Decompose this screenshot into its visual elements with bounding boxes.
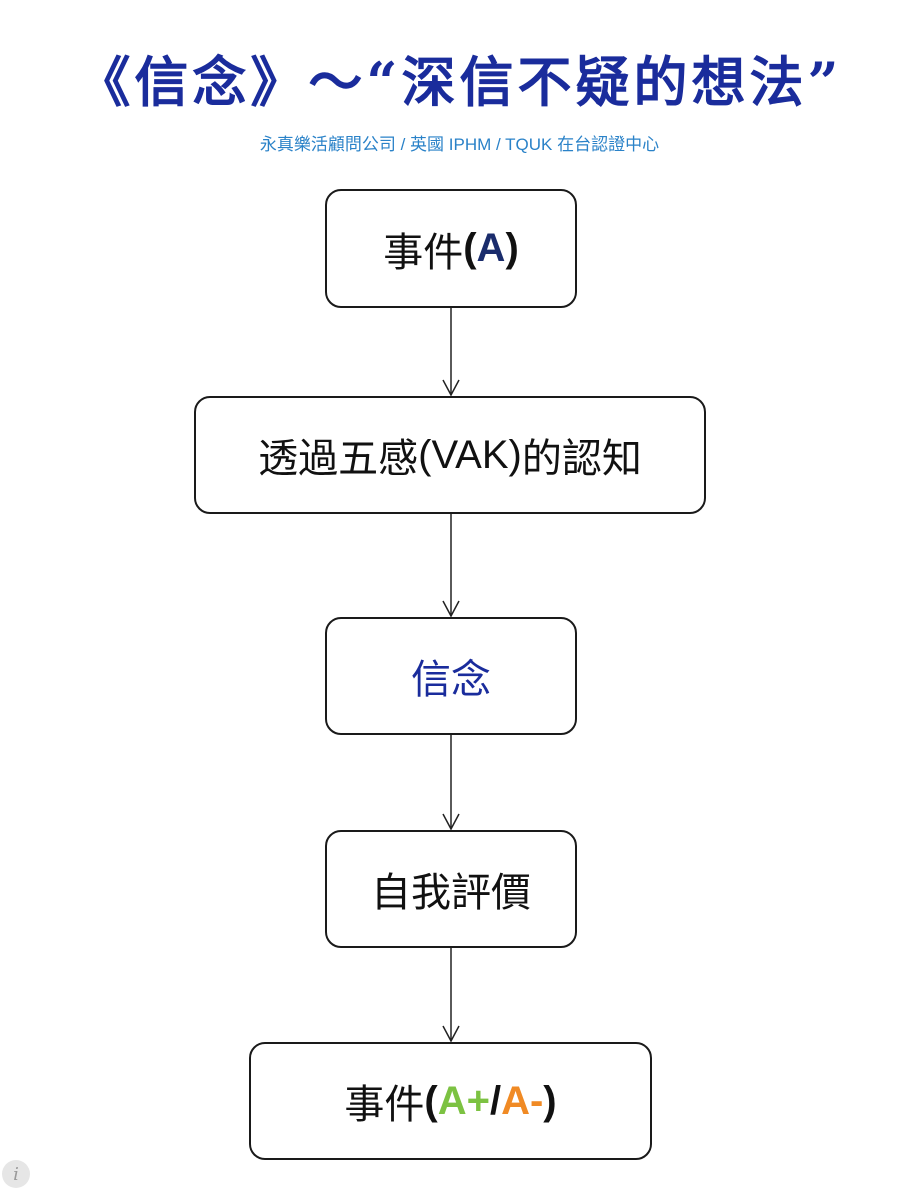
arrow-self-evaluation-to-result [442,948,460,1043]
page-subtitle: 永真樂活顧問公司 / 英國 IPHM / TQUK 在台認證中心 [259,135,660,154]
node-perception-post: 的認知 [521,436,642,482]
node-belief: 信念 [325,617,577,735]
node-self-evaluation: 自我評價 [325,830,577,948]
node-event: 事件 (A) [325,189,577,308]
node-result-a-minus: A- [501,1078,544,1123]
node-result-a-plus: A+ [437,1078,490,1123]
arrow-perception-to-belief [442,514,460,618]
node-result-label: 事件 [344,1082,425,1128]
node-result-close-paren: ) [543,1078,557,1123]
arrow-event-to-perception [442,308,460,397]
node-result: 事件 (A+ / A-) [249,1042,652,1160]
arrow-belief-to-self-evaluation [442,735,460,831]
node-result-separator: / [489,1078,502,1123]
node-belief-label: 信念 [411,657,491,703]
node-perception: 透過五感(VAK)的認知 [194,396,706,514]
node-perception-vak: (VAK) [418,432,522,477]
info-icon[interactable]: i [2,1160,30,1188]
page-title: 《信念》～“深信不疑的想法” [76,50,843,114]
node-event-label: 事件 [383,229,464,276]
node-event-letter: A [476,226,506,270]
node-self-evaluation-label: 自我評價 [371,870,531,916]
node-event-close-paren: ) [505,226,519,270]
node-perception-pre: 透過五感 [258,436,419,482]
node-result-open-paren: ( [424,1078,438,1123]
node-event-open-paren: ( [463,226,477,270]
